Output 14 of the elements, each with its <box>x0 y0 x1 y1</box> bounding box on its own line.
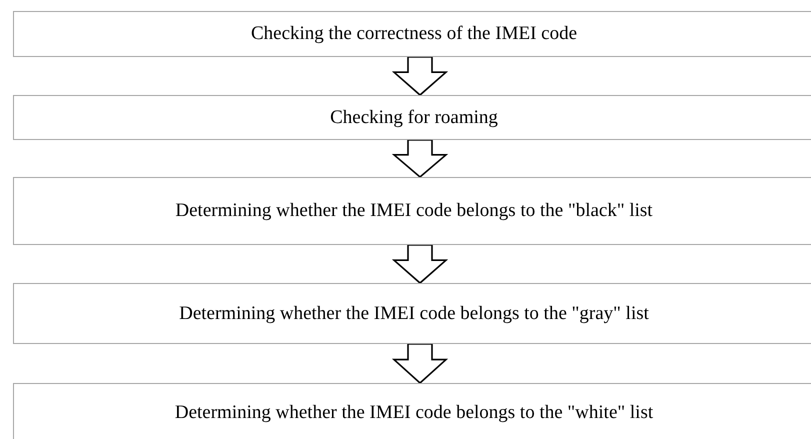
step-text: Determining whether the IMEI code belongs to the "white" list <box>174 401 654 425</box>
block-arrow <box>392 343 448 384</box>
process-box <box>13 11 811 57</box>
process-box <box>13 283 811 344</box>
process-box <box>13 383 811 439</box>
step-text: Determining whether the IMEI code belongs to the "gray" list <box>179 302 650 326</box>
step-text: Checking the correctness of the IMEI code <box>250 22 578 46</box>
process-box <box>13 95 811 140</box>
process-box <box>13 177 811 245</box>
step-text: Checking for roaming <box>330 106 499 130</box>
block-arrow <box>392 244 448 284</box>
block-arrow <box>392 139 448 178</box>
step-text: Determining whether the IMEI code belongs to the "black" list <box>175 199 654 223</box>
block-arrow <box>392 56 448 96</box>
